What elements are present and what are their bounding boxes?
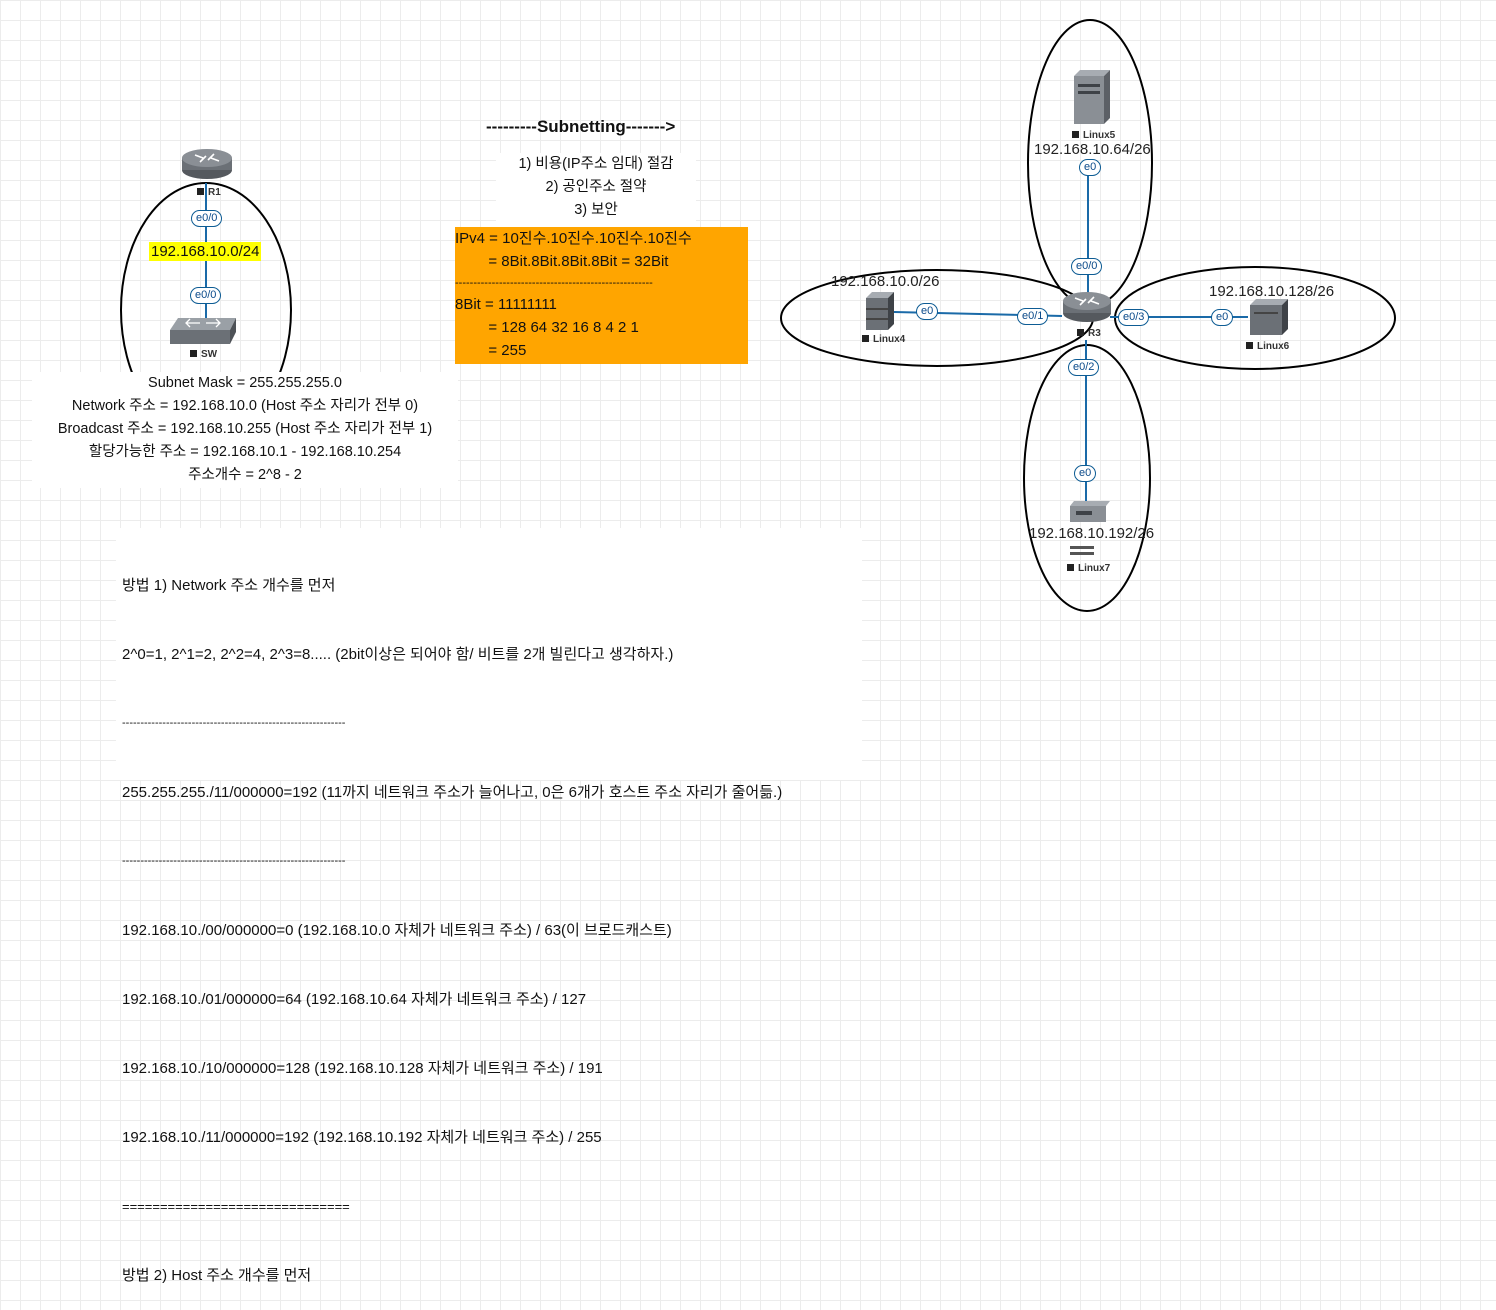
server-icon xyxy=(866,292,894,330)
r3-e0-3-badge[interactable]: e0/3 xyxy=(1118,309,1150,326)
linux7-interface-badge[interactable]: e0 xyxy=(1074,465,1097,482)
ipv4-line: = 128 64 32 16 8 4 2 1 xyxy=(455,319,639,336)
notes-separator: ============================== xyxy=(122,1199,350,1214)
notes-line: 방법 1) Network 주소 개수를 먼저 xyxy=(122,577,336,594)
notes-panel: 방법 1) Network 주소 개수를 먼저 2^0=1, 2^1=2, 2^… xyxy=(116,528,862,1284)
router-icon xyxy=(182,149,232,179)
server-icon xyxy=(1070,501,1110,555)
linux7-network-address: 192.168.10.192/26 xyxy=(1029,525,1155,542)
router-r1-label: R1 xyxy=(197,187,221,198)
r3-e0-1-badge[interactable]: e0/1 xyxy=(1017,308,1049,325)
router-icon xyxy=(1063,292,1111,322)
notes-line: 192.168.10./00/000000=0 (192.168.10.0 자체… xyxy=(122,922,672,939)
notes-separator: ----------------------------------------… xyxy=(122,717,346,729)
linux4-network-address: 192.168.10.0/26 xyxy=(831,273,940,290)
notes-line: 192.168.10./10/000000=128 (192.168.10.12… xyxy=(122,1060,603,1077)
benefit-item: 2) 공인주소 절약 xyxy=(545,179,647,195)
left-network-address: 192.168.10.0/24 xyxy=(149,242,262,261)
linux7-label: Linux7 xyxy=(1067,563,1110,574)
sw-interface-badge[interactable]: e0/0 xyxy=(190,287,222,304)
address-count-line: 주소개수 = 2^8 - 2 xyxy=(188,467,302,483)
benefit-item: 3) 보안 xyxy=(574,202,618,218)
notes-line: 192.168.10./11/000000=192 (192.168.10.19… xyxy=(122,1129,602,1146)
assignable-range-line: 할당가능한 주소 = 192.168.10.1 - 192.168.10.254 xyxy=(88,444,402,460)
ipv4-line: = 8Bit.8Bit.8Bit.8Bit = 32Bit xyxy=(455,253,669,270)
ipv4-separator: ----------------------------------------… xyxy=(455,277,653,289)
linux6-interface-badge[interactable]: e0 xyxy=(1211,309,1234,326)
linux6-network-address: 192.168.10.128/26 xyxy=(1209,283,1335,300)
ipv4-line: = 255 xyxy=(455,342,527,359)
subnet-info-panel: Subnet Mask = 255.255.255.0 Network 주소 =… xyxy=(32,372,458,488)
network-address-line: Network 주소 = 192.168.10.0 (Host 주소 자리가 전… xyxy=(71,398,419,414)
notes-line: 방법 2) Host 주소 개수를 먼저 xyxy=(122,1267,312,1284)
subnetting-title: ---------Subnetting-------> xyxy=(486,117,676,136)
switch-sw-label: SW xyxy=(190,349,217,360)
r1-interface-badge[interactable]: e0/0 xyxy=(191,210,223,227)
benefit-item: 1) 비용(IP주소 임대) 절감 xyxy=(518,156,674,172)
r3-e0-2-badge[interactable]: e0/2 xyxy=(1068,359,1100,376)
ipv4-line: IPv4 = 10진수.10진수.10진수.10진수 xyxy=(455,230,692,247)
server-icon xyxy=(1250,299,1288,335)
linux4-interface-badge[interactable]: e0 xyxy=(916,303,939,320)
linux5-network-address: 192.168.10.64/26 xyxy=(1034,141,1151,158)
ipv4-info-box: IPv4 = 10진수.10진수.10진수.10진수 = 8Bit.8Bit.8… xyxy=(455,227,748,364)
switch-icon xyxy=(170,318,236,344)
r3-e0-0-badge[interactable]: e0/0 xyxy=(1071,258,1103,275)
notes-separator: ----------------------------------------… xyxy=(122,855,346,867)
server-icon xyxy=(1074,70,1110,124)
linux6-label: Linux6 xyxy=(1246,341,1289,352)
subnet-mask-line: Subnet Mask = 255.255.255.0 xyxy=(148,375,342,391)
linux5-label: Linux5 xyxy=(1072,130,1115,141)
notes-line: 2^0=1, 2^1=2, 2^2=4, 2^3=8..... (2bit이상은… xyxy=(122,646,674,663)
linux4-label: Linux4 xyxy=(862,334,905,345)
notes-line: 255.255.255./11/000000=192 (11까지 네트워크 주소… xyxy=(122,784,783,801)
benefits-panel: 1) 비용(IP주소 임대) 절감 2) 공인주소 절약 3) 보안 xyxy=(496,153,696,227)
notes-line: 192.168.10./01/000000=64 (192.168.10.64 … xyxy=(122,991,587,1008)
broadcast-address-line: Broadcast 주소 = 192.168.10.255 (Host 주소 자… xyxy=(57,421,433,437)
ipv4-line: 8Bit = 11111111 xyxy=(455,296,557,313)
router-r3-label: R3 xyxy=(1077,328,1101,339)
linux5-interface-badge[interactable]: e0 xyxy=(1079,159,1102,176)
